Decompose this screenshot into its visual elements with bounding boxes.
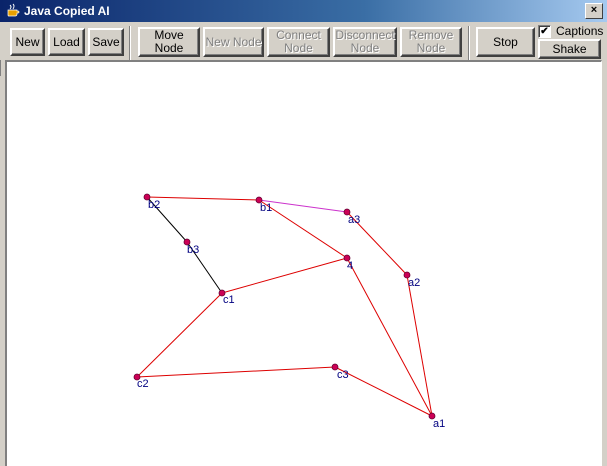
graph-edge-c1-c2 [136,292,223,378]
captions-label: Captions [556,24,604,38]
captions-checkbox[interactable]: ✔ [538,24,551,38]
graph-node-a4[interactable] [343,254,351,262]
graph-edge-c2-c3 [136,366,336,378]
new-node-button[interactable]: New Node [203,27,264,57]
graph-edge-a3-a2 [346,211,408,276]
graph-edge-c3-a1 [334,366,433,417]
graph-edge-a2-a1 [406,274,433,417]
graph-edge-a4-a1 [346,257,433,417]
graph-node-a3[interactable] [343,208,351,216]
toolbar-separator [129,26,131,60]
graph-node-label-c3: c3 [337,369,349,381]
stop-button[interactable]: Stop [476,27,535,57]
shake-button[interactable]: Shake [538,39,601,59]
graph-node-a1[interactable] [428,412,436,420]
graph-node-label-a4: 4 [347,260,353,272]
graph-node-label-c1: c1 [223,294,235,306]
graph-edge-b2-b3 [146,196,188,243]
graph-node-label-c2: c2 [137,378,149,390]
graph-node-c1[interactable] [218,289,226,297]
graph-node-b2[interactable] [143,193,151,201]
graph-svg[interactable]: b2 b1 a3 b3 4 a2 c1 c2 c3 a1 [7,62,602,466]
graph-node-label-b2: b2 [148,199,160,211]
graph-node-c2[interactable] [133,373,141,381]
captions-checkbox-row[interactable]: ✔ Captions [538,23,603,39]
graph-edge-b3-c1 [186,241,223,294]
left-edge-marker [0,46,4,76]
load-button[interactable]: Load [48,28,85,56]
close-button[interactable]: × [585,3,603,19]
save-button[interactable]: Save [88,28,124,56]
title-bar[interactable]: Java Copied AI × [0,0,607,22]
connect-node-button[interactable]: Connect Node [267,27,330,57]
window-title: Java Copied AI [24,4,110,18]
new-button[interactable]: New [10,28,45,56]
graph-node-a2[interactable] [403,271,411,279]
graph-canvas[interactable]: b2 b1 a3 b3 4 a2 c1 c2 c3 a1 [5,60,602,466]
graph-node-label-a3: a3 [348,214,360,226]
graph-node-b1[interactable] [255,196,263,204]
graph-edge-b1-a3 [258,199,348,213]
graph-edge-b2-b1 [146,196,260,201]
graph-node-b3[interactable] [183,238,191,246]
java-cup-icon [7,3,20,17]
left-edge [0,22,5,466]
remove-node-button[interactable]: Remove Node [400,27,462,57]
toolbar-separator [468,26,470,60]
graph-edge-c1-a4 [221,257,348,294]
graph-node-label-b1: b1 [260,202,272,214]
move-node-button[interactable]: Move Node [138,27,200,57]
graph-edge-b1-a4 [258,199,348,259]
graph-node-label-a2: a2 [408,277,420,289]
graph-node-label-a1: a1 [433,418,445,430]
graph-node-c3[interactable] [331,363,339,371]
disconnect-node-button[interactable]: Disconnect Node [333,27,397,57]
graph-node-label-b3: b3 [187,244,199,256]
